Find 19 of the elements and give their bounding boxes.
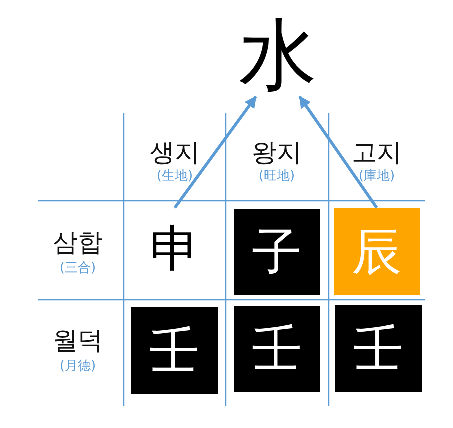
category-label: 왕지 [252,140,302,165]
arrow [174,96,258,209]
hanja-annotation: (月德) [60,360,96,373]
arrow [298,96,378,209]
hanja-annotation: (旺地) [258,170,296,183]
character-tile: 壬 [335,305,422,392]
character-tile: 壬 [131,307,218,394]
character-tile: 子 [234,209,320,295]
category-label: 삼합 [53,230,103,255]
character: 申 [148,208,202,290]
character-tile: 壬 [234,306,320,392]
hanja-annotation: (生地) [156,170,194,183]
category-label: 생지 [150,140,200,165]
hanja-annotation: (三合) [60,262,96,275]
element-character: 水 [235,15,321,97]
category-label: 월덕 [53,328,103,353]
character-tile: 辰 [334,208,420,295]
category-label: 고지 [352,140,402,165]
hanja-annotation: (庫地) [358,170,396,183]
